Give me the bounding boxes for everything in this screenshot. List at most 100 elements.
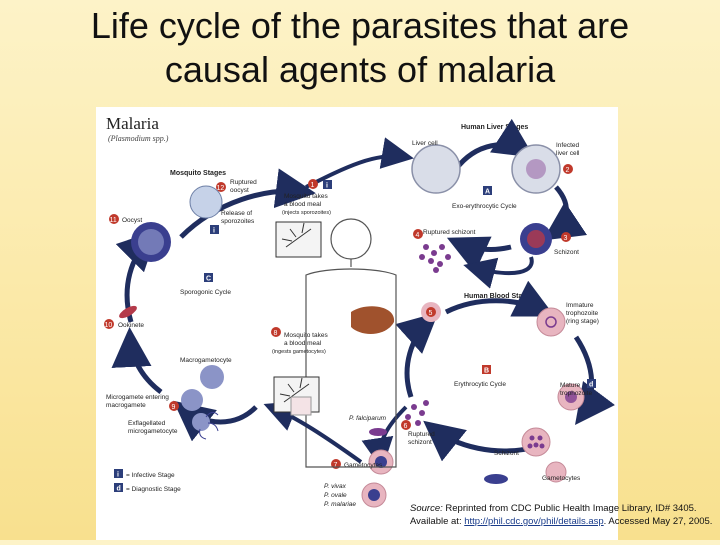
microgamete-entering [181, 389, 203, 411]
letter-badge-i-release [210, 225, 219, 234]
diagram-subheading: (Plasmodium spp.) [108, 134, 169, 143]
legend-infective-letter: i [117, 472, 119, 479]
ruptured-schizont-blood [405, 400, 429, 426]
stage-num-10: 10 [105, 322, 113, 329]
source-caption: Source: Reprinted from CDC Public Health… [410, 502, 715, 528]
stage-num-4: 4 [416, 232, 420, 239]
liver-organ [351, 306, 395, 334]
liver-cell-label: Liver cell [412, 140, 438, 147]
immature-troph-label-2: trophozoite [566, 310, 599, 317]
human-figure [305, 218, 397, 468]
source-link[interactable]: http://phil.cdc.gov/phil/details.asp [464, 516, 604, 527]
legend-infective-badge [114, 469, 123, 478]
letter-b: B [484, 368, 489, 375]
mosquito-top [275, 221, 322, 258]
slide-title: Life cycle of the parasites that are cau… [0, 4, 720, 92]
gametocyte-falciparum [369, 428, 387, 436]
schizont-liver-inner [527, 230, 545, 248]
stage-badge-2 [563, 164, 573, 174]
letter-badge-c [204, 273, 213, 282]
ruptured-schizont-blood-label-1: Ruptured [408, 431, 435, 438]
letter-badge-d-mature [587, 379, 596, 388]
stage-badge-4 [413, 229, 423, 239]
gametocyte-round-right [545, 461, 567, 483]
mosquito-takes-b-label-3: (ingests gametocytes) [272, 349, 326, 355]
stage-badge-8 [271, 327, 281, 337]
exflagellated-label-1: Exflagellated [128, 420, 166, 427]
gametocytes-label-right: Gametocytes [542, 475, 581, 482]
liver-to-blood-arrow [463, 256, 534, 289]
stage-badge-11 [109, 214, 119, 224]
p-malariae-label: P. malariae [324, 501, 356, 508]
sporogonic-arrow-left-lower [111, 327, 163, 394]
letter-d-mature: d [589, 382, 593, 389]
exo-cycle-label: Exo-erythrocytic Cycle [452, 203, 517, 210]
gametocyte-round-lower-body [368, 489, 380, 501]
ookinete-label: Ookinete [118, 322, 144, 329]
mosquito-takes-b-label-2: a blood meal [284, 340, 322, 347]
stage-num-6: 6 [404, 423, 408, 430]
human-blood-stages-label: Human Blood Stages [464, 293, 535, 300]
sporogonic-arrow-bottom [173, 400, 258, 442]
release-sporozoites-label-2: sporozoites [221, 218, 255, 225]
diagram-svg: Malaria (Plasmodium spp.) Human Liver St… [104, 114, 615, 508]
schizont-liver-label: Schizont [554, 249, 579, 256]
stage-badge-1 [308, 179, 318, 189]
gametocytes-label-left: Gametocytes [344, 462, 383, 469]
immature-trophozoite-ring [545, 316, 557, 328]
source-text: Reprinted from CDC Public Health Image L… [410, 503, 697, 527]
ruptured-oocyst-label-2: oocyst [230, 187, 249, 194]
ruptured-oocyst-label-1: Ruptured [230, 179, 257, 186]
legend-diagnostic-badge [114, 483, 123, 492]
gametocyte-vivax-body [375, 456, 387, 468]
mosquito-takes-label-3: (injects sporozoites) [282, 210, 331, 216]
legend-diagnostic-label: = Diagnostic Stage [126, 486, 181, 493]
exo-cycle-arrow-top [454, 118, 535, 171]
stage-num-11: 11 [110, 217, 117, 224]
letter-i-top: i [326, 183, 328, 190]
stage-num-8: 8 [274, 330, 278, 337]
p-vivax-label: P. vivax [324, 483, 347, 490]
microgamete-label-2: macrogamete [106, 402, 146, 409]
stage-badge-9 [169, 401, 179, 411]
letter-a: A [485, 189, 490, 196]
exo-cycle-arrow-bottom [446, 236, 512, 273]
blood-sample-box [290, 396, 312, 416]
liver-cell [411, 144, 461, 194]
flagella [199, 411, 219, 440]
immature-trophozoite [536, 307, 566, 337]
macrogametocyte [200, 365, 224, 389]
mature-troph-label-2: trophozoite [560, 390, 593, 397]
ruptured-schizont-liver [419, 244, 451, 273]
release-sporozoites-label-1: Release of [221, 210, 252, 217]
legend-infective-label: = Infective Stage [126, 472, 175, 479]
ruptured-schizont-blood-label-2: schizont [408, 439, 432, 446]
schizont-blood-label: Schizont [494, 450, 519, 457]
microgamete-label-1: Microgamete entering [106, 394, 169, 401]
slide-title-line-1: Life cycle of the parasites that are [90, 5, 630, 46]
stage-badge-5 [426, 307, 436, 317]
ruptured-oocyst [189, 185, 223, 219]
erythrocytic-cycle-arrow-left [395, 312, 439, 398]
infected-liver-cell-label-1: Infected [556, 142, 580, 149]
schizont-blood [521, 427, 551, 457]
immature-troph-label-1: Immature [566, 302, 594, 309]
mosquito-takes-label-1: Mosquito takes [284, 193, 328, 200]
slide-title-line-2: causal agents of malaria [164, 49, 556, 90]
stage-badge-3 [561, 232, 571, 242]
mosquito-takes-b-label-1: Mosquito takes [284, 332, 328, 339]
letter-c: C [206, 276, 211, 283]
letter-badge-b [482, 365, 491, 374]
gametocyte-falciparum-right [484, 474, 508, 484]
malaria-life-cycle-diagram: Malaria (Plasmodium spp.) Human Liver St… [96, 107, 618, 540]
source-label: Source: [410, 503, 443, 514]
human-liver-stages-label: Human Liver Stages [461, 124, 528, 131]
letter-badge-a [483, 186, 492, 195]
mature-trophozoite-body [565, 391, 577, 403]
stage-badge-6 [401, 420, 411, 430]
stage-badge-10 [104, 319, 114, 329]
letter-i-release: i [213, 228, 215, 235]
p-falciparum-label: P. falciparum [349, 415, 387, 422]
stage-num-12: 12 [217, 185, 225, 192]
oocyst-inner [138, 229, 164, 255]
